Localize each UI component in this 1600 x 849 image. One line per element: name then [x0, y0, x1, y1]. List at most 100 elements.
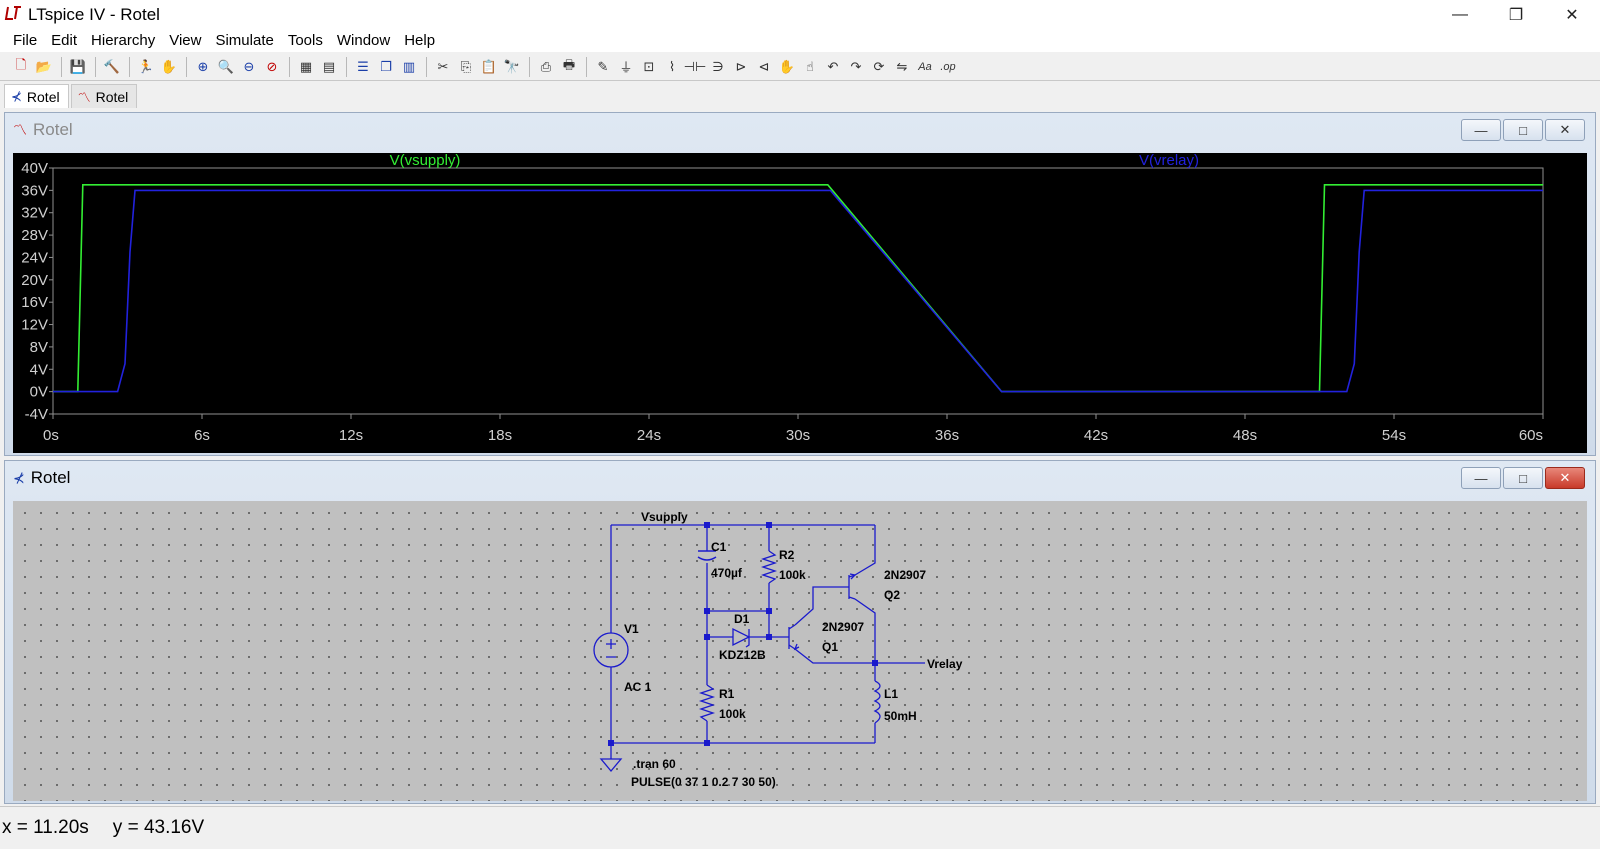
cut-icon[interactable]: ✂ [437, 58, 449, 74]
r2-value-label[interactable]: 100k [779, 568, 806, 582]
label-net-icon[interactable]: ⊡ [643, 58, 655, 74]
redo-icon[interactable]: ↷ [850, 58, 862, 74]
r2-name-label[interactable]: R2 [779, 548, 795, 562]
q1-name-label[interactable]: Q1 [822, 640, 838, 654]
print-icon[interactable]: 🖶 [562, 56, 576, 72]
resistor-icon[interactable]: ⌇ [668, 58, 676, 74]
v1-name-label[interactable]: V1 [624, 622, 639, 636]
print-setup-icon[interactable]: ⎙ [540, 58, 552, 74]
copy-icon[interactable]: ⎘ [460, 58, 472, 74]
l1-name-label[interactable]: L1 [884, 687, 898, 701]
menu-window[interactable]: Window [336, 31, 391, 49]
zoom-in-icon[interactable]: ⊕ [197, 58, 209, 74]
tile-horizontal-icon[interactable]: ☰ [357, 58, 369, 74]
waveform-close-button[interactable]: ✕ [1545, 119, 1585, 141]
inductor-icon[interactable]: ∋ [712, 58, 724, 74]
q1-model-label[interactable]: 2N2907 [822, 620, 864, 634]
zoom-cancel-icon[interactable]: ⊘ [266, 58, 278, 74]
waveform-maximize-button[interactable]: □ [1503, 119, 1543, 141]
q2-model-label[interactable]: 2N2907 [884, 568, 926, 582]
new-schematic-icon[interactable]: 🗋 [15, 56, 27, 72]
spice-directive-tran[interactable]: .tran 60 [633, 757, 676, 771]
l1-inductor[interactable] [873, 680, 881, 724]
menu-file[interactable]: File [13, 31, 38, 49]
d1-name-label[interactable]: D1 [734, 612, 750, 626]
zoom-out-icon[interactable]: ⊖ [243, 58, 255, 74]
find-icon[interactable]: 🔭 [503, 58, 521, 74]
c1-capacitor[interactable] [697, 550, 717, 561]
d1-zener[interactable] [732, 627, 751, 648]
spice-directive-icon[interactable]: .op [940, 60, 956, 73]
ground-icon[interactable]: ⏚ [619, 60, 633, 75]
mirror-icon[interactable]: ⇋ [896, 58, 908, 74]
x-tick-label: 54s [1382, 427, 1406, 444]
minimize-button[interactable]: — [1452, 6, 1468, 23]
diode-icon[interactable]: ⊳ [735, 58, 747, 74]
paste-icon[interactable]: 📋 [480, 58, 498, 74]
tab-schematic[interactable]: ⊀ Rotel [4, 84, 69, 108]
plot-settings-icon[interactable]: ▤ [322, 58, 336, 74]
c1-name-label[interactable]: C1 [711, 540, 727, 554]
cursor-x-readout: x = 11.20s [2, 817, 89, 838]
autorange-icon[interactable]: ▦ [299, 58, 313, 74]
draw-wire-icon[interactable]: ✎ [597, 58, 609, 74]
text-icon[interactable]: Aa [918, 60, 932, 73]
menu-edit[interactable]: Edit [51, 31, 78, 49]
x-tick-label: 48s [1233, 427, 1257, 444]
r1-resistor[interactable] [698, 684, 716, 722]
menu-bar: File Edit Hierarchy View Simulate Tools … [0, 28, 1600, 52]
pulse-source-value[interactable]: PULSE(0 37 1 0.2 7 30 50) [631, 775, 776, 789]
menu-view[interactable]: View [169, 31, 202, 49]
tab-label: Rotel [95, 88, 129, 105]
undo-icon[interactable]: ↶ [827, 58, 839, 74]
halt-icon[interactable]: ✋ [160, 58, 178, 74]
q2-transistor[interactable] [848, 573, 857, 600]
menu-simulate[interactable]: Simulate [215, 31, 274, 49]
c1-value-label[interactable]: 470µf [711, 566, 743, 580]
tile-vertical-icon[interactable]: ▥ [402, 58, 416, 74]
run-icon[interactable]: 🏃 [137, 58, 155, 74]
save-icon[interactable]: 💾 [69, 58, 87, 74]
q1-transistor[interactable] [788, 624, 800, 651]
v1-source[interactable] [593, 632, 629, 668]
component-icon[interactable]: ⊲ [758, 58, 770, 74]
q2-name-label[interactable]: Q2 [884, 588, 900, 602]
x-tick-label: 24s [637, 427, 661, 444]
d1-value-label[interactable]: KDZ12B [719, 648, 766, 662]
schematic-minimize-button[interactable]: — [1461, 467, 1501, 489]
maximize-button[interactable]: ❐ [1508, 7, 1524, 24]
wire-q1-emitter[interactable] [794, 648, 875, 664]
net-label-vrelay[interactable]: Vrelay [927, 657, 963, 671]
net-label-vsupply[interactable]: Vsupply [641, 510, 688, 524]
schematic-canvas[interactable]: Vsupply V1 AC 1 C1 470µf R2 100k D1 KDZ1… [13, 501, 1587, 801]
schematic-close-button[interactable]: ✕ [1545, 467, 1585, 489]
cascade-icon[interactable]: ❐ [380, 58, 392, 74]
open-icon[interactable]: 📂 [35, 58, 53, 74]
menu-tools[interactable]: Tools [287, 31, 323, 49]
drag-icon[interactable]: ☝ [806, 58, 814, 74]
menu-help[interactable]: Help [404, 31, 436, 49]
move-icon[interactable]: ✋ [778, 58, 796, 74]
l1-value-label[interactable]: 50mH [884, 709, 917, 723]
pan-icon[interactable]: 🔍 [217, 58, 235, 74]
menu-hierarchy[interactable]: Hierarchy [91, 31, 156, 49]
rotate-icon[interactable]: ⟳ [873, 58, 885, 74]
capacitor-icon[interactable]: ⊣⊢ [683, 58, 707, 74]
toolbar: 🗋 📂 💾 🔨 🏃 ✋ ⊕ 🔍 ⊖ ⊘ ▦ ▤ ☰ ❐ ▥ ✂ ⎘ 📋 🔭 ⎙ 🖶 ✎ ⏚ ⊡ ⌇ ⊣⊢ ∋ ⊳ ⊲ ✋ ☝ ↶ ↷ ⟳ ⇋ Aa .o… [0, 53, 1600, 81]
close-button[interactable]: ✕ [1565, 7, 1579, 24]
waveform-minimize-button[interactable]: — [1461, 119, 1501, 141]
wire-q2-emitter[interactable] [854, 525, 876, 576]
v1-value-label[interactable]: AC 1 [624, 680, 652, 694]
r1-name-label[interactable]: R1 [719, 687, 735, 701]
r2-resistor[interactable] [760, 550, 778, 584]
control-panel-icon[interactable]: 🔨 [103, 58, 121, 74]
wire-q2-collector[interactable] [854, 598, 876, 663]
r1-value-label[interactable]: 100k [719, 707, 746, 721]
title-bar: LTspice IV - Rotel — ❐ ✕ [0, 0, 1600, 30]
ground-symbol[interactable] [599, 758, 623, 773]
schematic-maximize-button[interactable]: □ [1503, 467, 1543, 489]
tab-waveform[interactable]: 〽 Rotel [70, 84, 138, 108]
wire-q1-collector[interactable] [794, 586, 849, 626]
y-tick-label: 16V [21, 294, 48, 311]
